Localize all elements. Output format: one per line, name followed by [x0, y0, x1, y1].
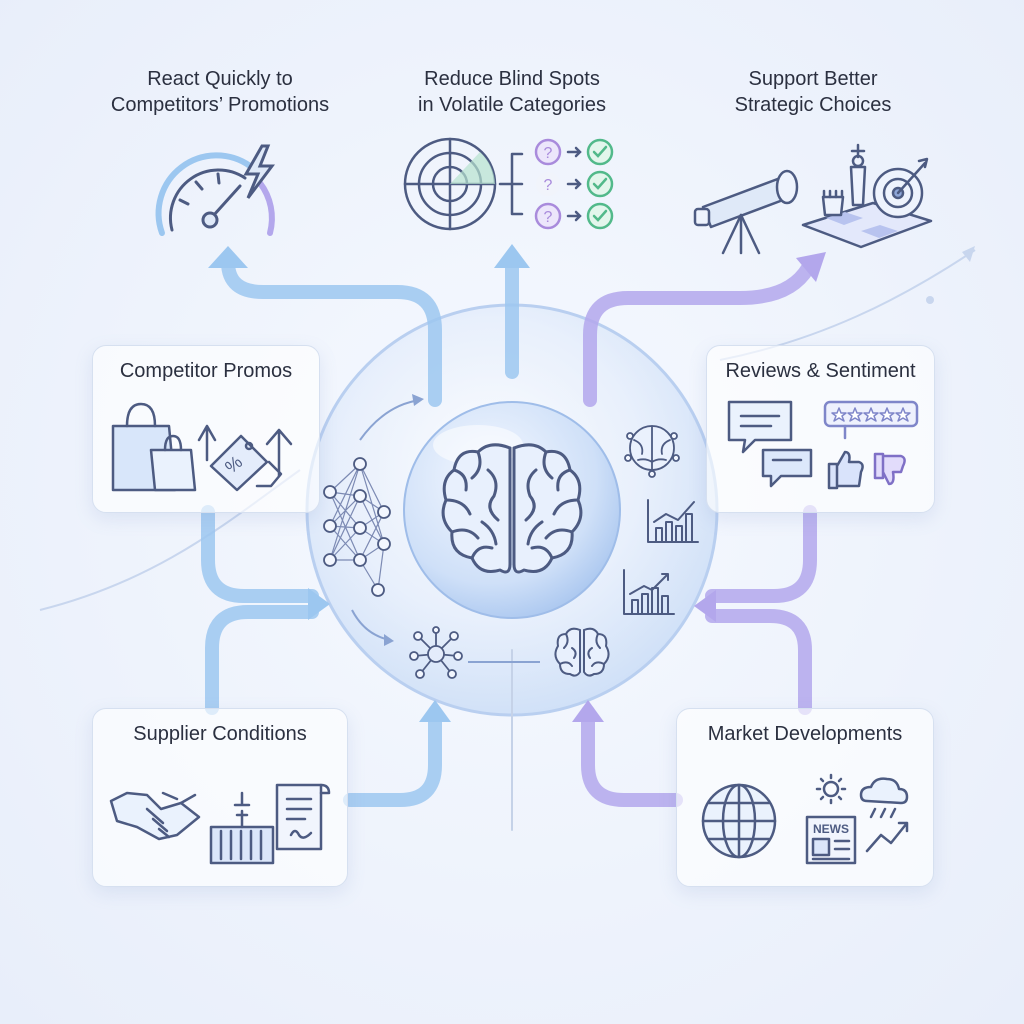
arrowhead-react-outcome	[208, 246, 248, 268]
hub-network-icon	[408, 626, 464, 682]
flow-market-card-to-sphere	[712, 616, 805, 708]
shopping-bags-tags-icon: %	[111, 396, 301, 496]
telescope-chess-target-icon	[693, 135, 938, 257]
globe-news-weather-icon: NEWS	[701, 771, 921, 871]
outcome-reduce-blind-spots: Reduce Blind Spots in Volatile Categorie…	[347, 66, 677, 118]
background-trend-dot	[926, 296, 934, 304]
arrowhead-blindspots-outcome	[494, 244, 530, 268]
outcome-strategy-line2: Strategic Choices	[648, 92, 978, 118]
flow-supplier-card-to-sphere	[212, 612, 312, 708]
speedometer-lightning-icon	[150, 138, 290, 248]
brain-small-icon	[554, 626, 610, 678]
question-mark-2: ?	[544, 177, 553, 194]
card-reviews-sentiment: Reviews & Sentiment	[706, 345, 935, 513]
question-mark-1: ?	[544, 145, 553, 162]
radar-decisions-icon: ? ? ?	[400, 132, 625, 237]
bar-chart-trend-icon	[644, 496, 700, 546]
news-label: NEWS	[813, 822, 849, 836]
chat-rating-thumbs-icon	[725, 396, 925, 496]
outcome-strategy-line1: Support Better	[648, 66, 978, 92]
handshake-container-contract-icon	[107, 765, 333, 871]
growth-chart-icon	[620, 566, 676, 618]
neural-network-icon	[320, 452, 400, 600]
card-market-developments-title: Market Developments	[677, 723, 933, 746]
question-mark-3: ?	[544, 209, 553, 226]
flow-reviews-card-to-sphere	[712, 512, 810, 596]
card-competitor-promos-title: Competitor Promos	[93, 360, 319, 383]
background-trend-arrowhead	[962, 246, 975, 262]
card-supplier-conditions-title: Supplier Conditions	[93, 723, 347, 746]
outcome-strategic-choices: Support Better Strategic Choices	[648, 66, 978, 118]
brain-network-icon	[622, 420, 682, 476]
card-supplier-conditions: Supplier Conditions	[92, 708, 348, 887]
brain-icon	[438, 440, 586, 580]
outcome-blindspots-line2: in Volatile Categories	[347, 92, 677, 118]
outcome-react-line1: React Quickly to	[55, 66, 385, 92]
outcome-blindspots-line1: Reduce Blind Spots	[347, 66, 677, 92]
card-market-developments: Market Developments NEWS	[676, 708, 934, 887]
flow-supplier-to-sphere-bottom	[350, 712, 435, 800]
card-competitor-promos: Competitor Promos %	[92, 345, 320, 513]
outcome-react-line2: Competitors’ Promotions	[55, 92, 385, 118]
flow-market-to-sphere-bottom	[588, 712, 676, 800]
card-reviews-sentiment-title: Reviews & Sentiment	[707, 360, 934, 383]
outcome-react-quickly: React Quickly to Competitors’ Promotions	[55, 66, 385, 118]
